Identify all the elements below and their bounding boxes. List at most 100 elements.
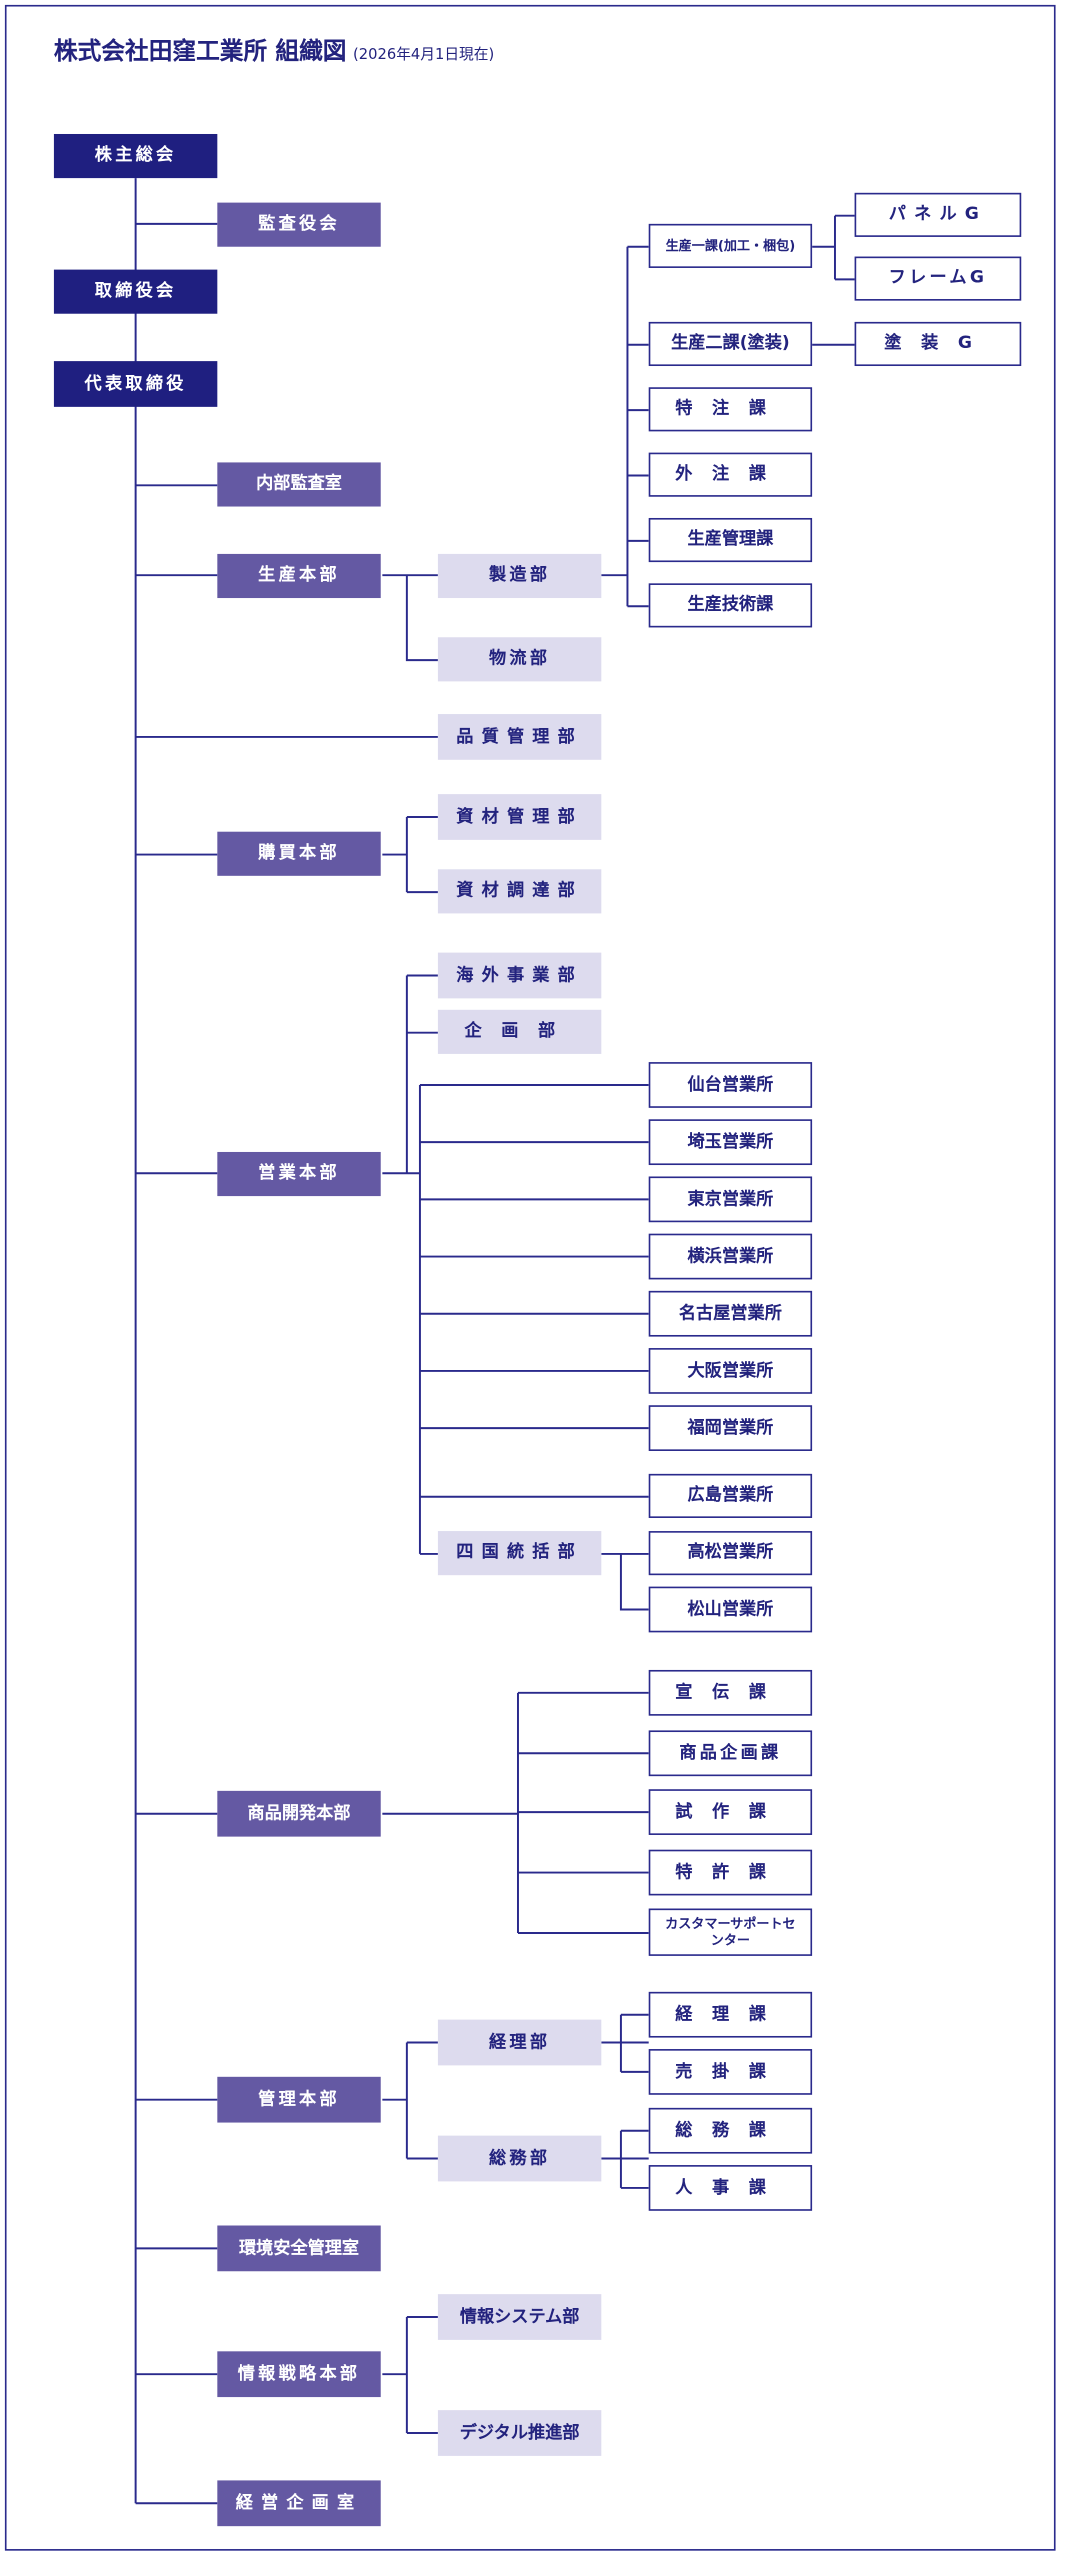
org-box-label: カスタマーサポートセンター <box>665 1917 796 1947</box>
org-box-label: 管理本部 <box>258 2089 340 2110</box>
org-box-label: 取締役会 <box>94 281 177 302</box>
org-box-label: 福岡営業所 <box>687 1418 774 1438</box>
org-box-internal-audit: 内部監査室 <box>217 462 381 507</box>
org-box-label: 仙台営業所 <box>687 1075 774 1095</box>
org-box-label: 製造部 <box>488 566 551 586</box>
org-box-paint-g: 塗装G <box>854 321 1022 367</box>
org-box-label: 特許課 <box>675 1862 786 1883</box>
org-box-auditors: 監査役会 <box>217 202 381 247</box>
org-box-label: 資材調達部 <box>456 881 583 902</box>
org-box-overseas: 海外事業部 <box>437 952 602 999</box>
org-box-frame-g: フレームG <box>854 256 1022 301</box>
org-box-prod2: 生産二課(塗装) <box>648 321 813 367</box>
org-box-general-affairs-dept: 総務部 <box>437 2135 602 2182</box>
org-box-saitama: 埼玉営業所 <box>648 1119 813 1166</box>
org-box-label: 松山営業所 <box>687 1599 774 1620</box>
org-box-label: 物流部 <box>488 649 551 670</box>
org-box-accounting: 経理課 <box>648 1991 813 2038</box>
org-box-label: 宣伝課 <box>675 1682 786 1703</box>
org-box-admin-hq: 管理本部 <box>217 2076 381 2123</box>
org-box-label: 総務課 <box>675 2120 786 2141</box>
org-box-fukuoka: 福岡営業所 <box>648 1405 813 1451</box>
org-box-product-dev-hq: 商品開発本部 <box>217 1790 381 1837</box>
org-box-label: 塗装G <box>884 334 992 354</box>
org-box-label: 海外事業部 <box>456 965 583 986</box>
org-box-takamatsu: 高松営業所 <box>648 1531 813 1576</box>
org-box-prod1: 生産一課(加工・梱包) <box>648 223 813 268</box>
org-box-label: 監査役会 <box>258 214 340 235</box>
org-box-label: 品質管理部 <box>456 727 583 747</box>
org-box-label: 株主総会 <box>94 146 177 166</box>
org-box-customer-support: カスタマーサポートセンター <box>648 1908 813 1956</box>
org-box-nagoya: 名古屋営業所 <box>648 1290 813 1337</box>
org-box-receivables: 売掛課 <box>648 2049 813 2095</box>
org-box-label: 試作課 <box>675 1802 786 1822</box>
org-box-patent: 特許課 <box>648 1849 813 1896</box>
org-box-prototype: 試作課 <box>648 1789 813 1835</box>
org-box-outsourcing: 外注課 <box>648 452 813 497</box>
org-box-label: 四国統括部 <box>456 1543 583 1563</box>
org-box-label: 売掛課 <box>675 2062 786 2082</box>
org-box-board: 取締役会 <box>53 269 218 314</box>
org-box-label: 情報システム部 <box>459 2307 580 2327</box>
org-box-label: 生産二課(塗装) <box>671 334 790 354</box>
org-box-label: 生産一課(加工・梱包) <box>665 238 796 254</box>
org-box-label: 経理部 <box>488 2032 551 2053</box>
org-box-label: 生産本部 <box>258 566 340 586</box>
org-box-matsuyama: 松山営業所 <box>648 1586 813 1633</box>
org-box-sendai: 仙台営業所 <box>648 1062 813 1108</box>
org-box-label: 購買本部 <box>258 843 340 864</box>
org-box-info-strategy-hq: 情報戦略本部 <box>217 2351 381 2398</box>
org-box-label: 広島営業所 <box>687 1486 774 1506</box>
org-box-info-systems: 情報システム部 <box>437 2294 602 2340</box>
org-box-purchasing-hq: 購買本部 <box>217 831 381 876</box>
org-box-hr: 人事課 <box>648 2165 813 2211</box>
org-box-label: 高松営業所 <box>687 1543 774 1563</box>
org-box-label: 東京営業所 <box>687 1189 774 1210</box>
org-box-label: 代表取締役 <box>84 374 187 394</box>
org-box-panel-g: パネルG <box>854 192 1022 237</box>
org-box-shikoku: 四国統括部 <box>437 1531 602 1576</box>
org-box-label: デジタル推進部 <box>459 2423 580 2443</box>
org-box-env-safety: 環境安全管理室 <box>217 2225 381 2272</box>
org-box-yokohama: 横浜営業所 <box>648 1233 813 1280</box>
org-box-label: 人事課 <box>675 2178 786 2198</box>
org-box-materials-mgmt: 資材管理部 <box>437 794 602 840</box>
org-box-quality: 品質管理部 <box>437 714 602 760</box>
org-box-label: 環境安全管理室 <box>238 2238 360 2259</box>
org-box-digital: デジタル推進部 <box>437 2410 602 2456</box>
org-box-label: 商品企画課 <box>679 1743 782 1764</box>
org-box-general-affairs: 総務課 <box>648 2107 813 2154</box>
org-box-label: 営業本部 <box>258 1164 340 1184</box>
org-box-hiroshima: 広島営業所 <box>648 1473 813 1518</box>
org-box-sales-hq: 営業本部 <box>217 1151 381 1197</box>
org-box-label: 情報戦略本部 <box>237 2364 361 2384</box>
org-box-label: 企画部 <box>464 1022 575 1042</box>
org-box-product-planning: 商品企画課 <box>648 1730 813 1777</box>
org-box-corp-planning: 経営企画室 <box>217 2480 381 2527</box>
org-box-label: 総務部 <box>488 2148 551 2169</box>
as-of-date: (2026年4月1日現在) <box>353 47 495 64</box>
org-box-osaka: 大阪営業所 <box>648 1348 813 1394</box>
org-box-label: 生産管理課 <box>687 530 774 550</box>
org-box-materials-proc: 資材調達部 <box>437 869 602 914</box>
org-box-label: 資材管理部 <box>456 807 583 827</box>
org-box-label: 名古屋営業所 <box>678 1303 782 1324</box>
org-box-accounting-dept: 経理部 <box>437 2019 602 2066</box>
org-box-label: 大阪営業所 <box>687 1361 774 1381</box>
org-box-advertising: 宣伝課 <box>648 1669 813 1716</box>
org-box-label: 経理課 <box>675 2004 786 2025</box>
org-box-label: 内部監査室 <box>256 474 342 495</box>
org-box-label: 経営企画室 <box>235 2493 363 2514</box>
org-box-manufacturing: 製造部 <box>437 553 602 599</box>
org-box-label: パネルG <box>888 205 988 225</box>
org-box-logistics: 物流部 <box>437 637 602 682</box>
org-box-planning: 企画部 <box>437 1009 602 1054</box>
org-box-label: フレームG <box>888 268 988 289</box>
page-title: 株式会社田窪工業所 組織図(2026年4月1日現在) <box>54 33 494 67</box>
org-box-label: 生産技術課 <box>687 595 774 616</box>
org-box-production-hq: 生産本部 <box>217 553 381 599</box>
org-box-label: 商品開発本部 <box>247 1803 351 1824</box>
